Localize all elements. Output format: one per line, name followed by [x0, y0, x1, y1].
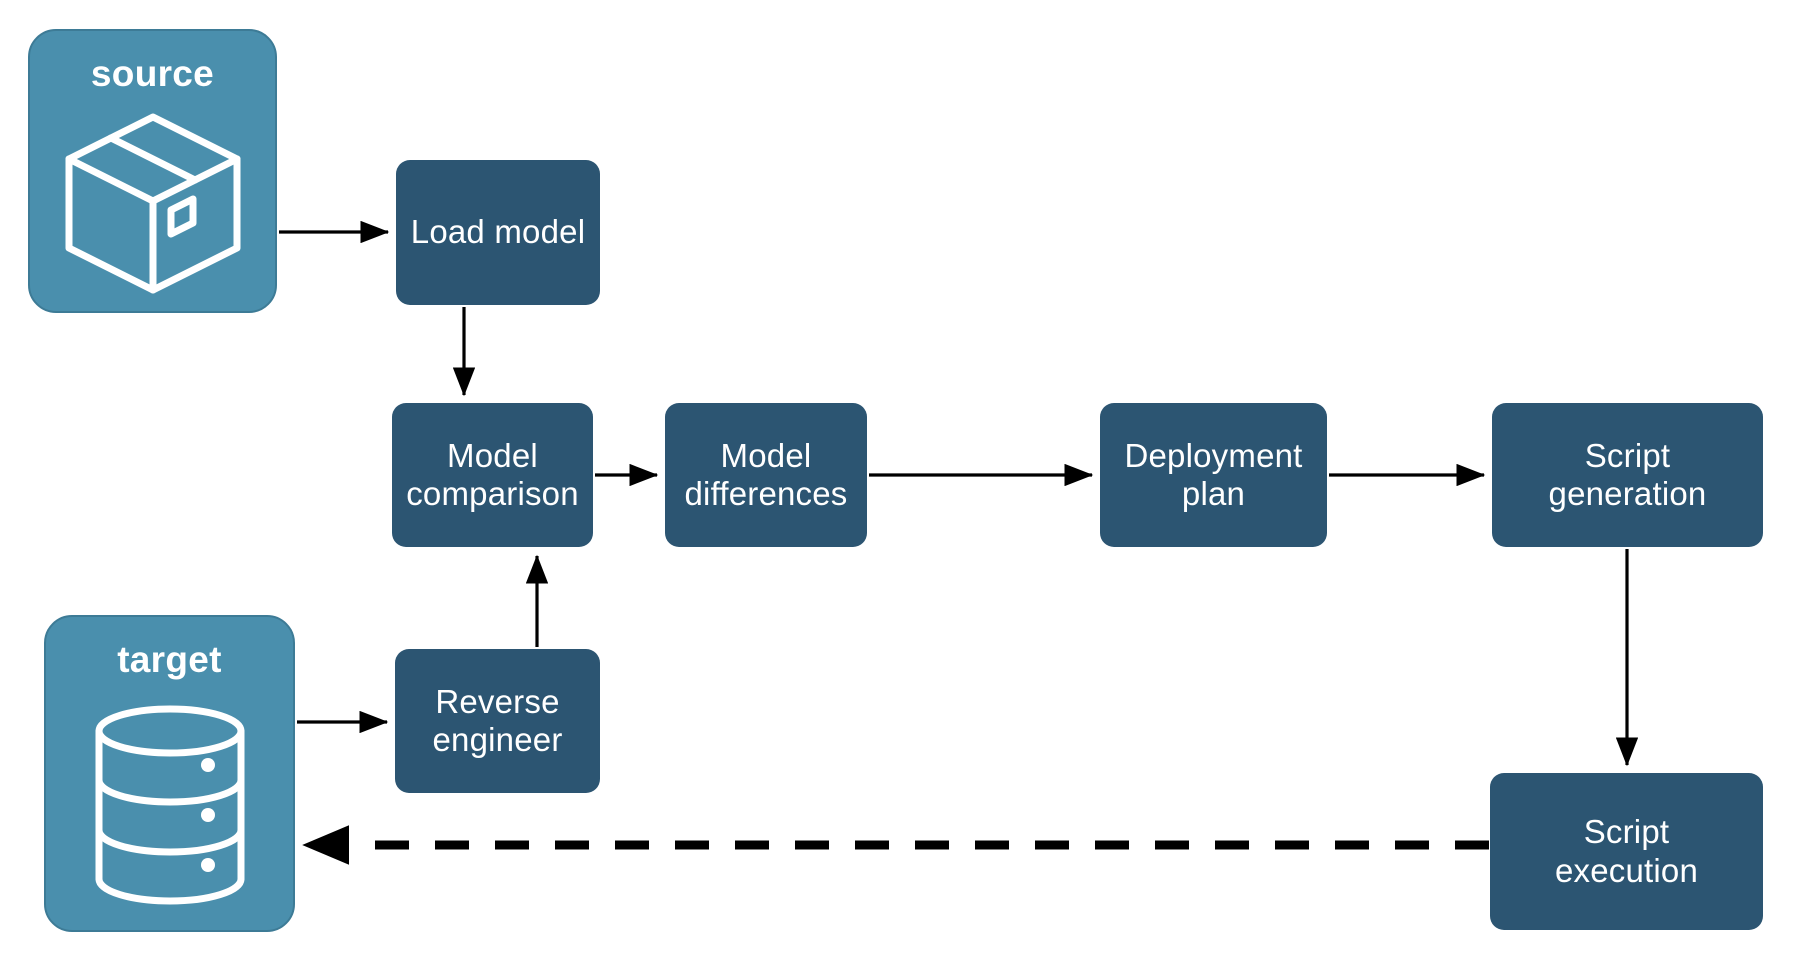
database-cylinder-icon: [46, 681, 293, 930]
node-deployment-plan[interactable]: Deployment plan: [1100, 403, 1327, 547]
node-reverse-engineer[interactable]: Reverse engineer: [395, 649, 600, 793]
node-script-generation[interactable]: Script generation: [1492, 403, 1763, 547]
node-source-label: source: [90, 53, 215, 94]
package-box-icon: [30, 95, 275, 311]
node-load-model[interactable]: Load model: [396, 160, 600, 305]
node-script-execution[interactable]: Script execution: [1490, 773, 1763, 930]
node-model-differences[interactable]: Model differences: [665, 403, 867, 547]
node-model-comparison[interactable]: Model comparison: [392, 403, 593, 547]
node-target[interactable]: target: [44, 615, 295, 932]
node-source[interactable]: source: [28, 29, 277, 313]
node-target-label: target: [117, 639, 222, 680]
